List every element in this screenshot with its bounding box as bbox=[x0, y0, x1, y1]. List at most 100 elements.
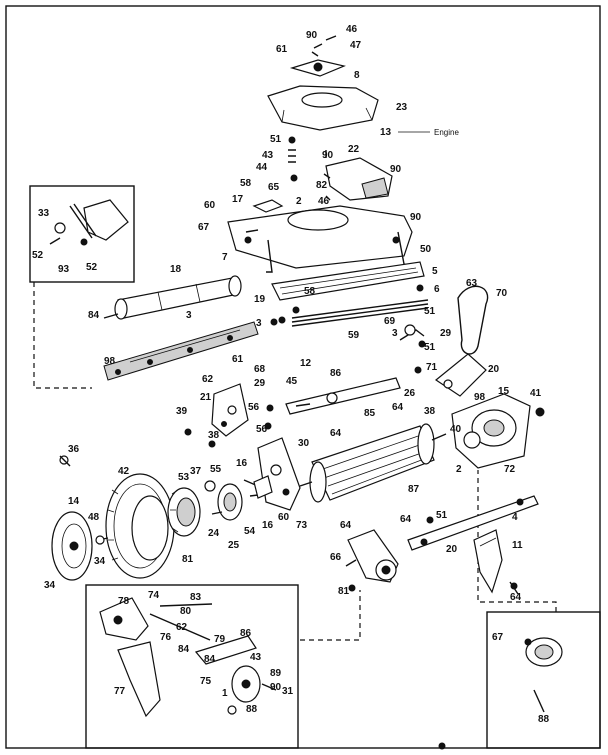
part-label: 88 bbox=[246, 704, 258, 715]
part-label: 2 bbox=[296, 196, 302, 207]
part-label: 44 bbox=[256, 162, 268, 173]
part-label: 43 bbox=[262, 150, 274, 161]
part-label: 51 bbox=[270, 134, 282, 145]
part-label: 13 bbox=[380, 127, 392, 138]
part-label: 3 bbox=[256, 318, 262, 329]
part-label: 14 bbox=[68, 496, 80, 507]
part-label: 65 bbox=[268, 182, 280, 193]
part-label: 93 bbox=[58, 264, 70, 275]
part-label: 17 bbox=[232, 194, 244, 205]
gear-housing-part bbox=[451, 393, 545, 469]
part-label: 80 bbox=[180, 606, 192, 617]
part-label: 81 bbox=[182, 554, 194, 565]
part-label: 41 bbox=[530, 388, 542, 399]
ratchet-assembly-part bbox=[204, 475, 273, 521]
part-label: 86 bbox=[330, 368, 342, 379]
part-label: 90 bbox=[322, 150, 334, 161]
drive-wheel-part bbox=[105, 473, 175, 579]
part-label: 20 bbox=[446, 544, 458, 555]
part-label: 55 bbox=[210, 464, 222, 475]
part-label: 52 bbox=[32, 250, 44, 261]
part-label: 38 bbox=[208, 430, 220, 441]
part-label: 15 bbox=[498, 386, 510, 397]
part-label: 12 bbox=[300, 358, 312, 369]
part-label: 98 bbox=[474, 392, 486, 403]
part-label: 46 bbox=[346, 24, 358, 35]
part-label: 23 bbox=[396, 102, 408, 113]
hub-cap-part bbox=[51, 511, 109, 581]
screw-stack-part bbox=[288, 136, 331, 201]
engine-callout-text: Engine bbox=[434, 128, 459, 137]
part-label: 66 bbox=[330, 552, 342, 563]
part-label: 29 bbox=[254, 378, 266, 389]
inset-bearing-part bbox=[524, 637, 563, 713]
part-label: 6 bbox=[434, 284, 440, 295]
part-label: 77 bbox=[114, 686, 126, 697]
roller-part bbox=[103, 275, 242, 320]
part-label: 48 bbox=[88, 512, 100, 523]
part-label: 42 bbox=[118, 466, 130, 477]
part-label: 98 bbox=[104, 356, 116, 367]
part-label: 51 bbox=[424, 306, 436, 317]
part-label: 25 bbox=[228, 540, 240, 551]
part-label: 73 bbox=[296, 520, 308, 531]
part-label: 1 bbox=[222, 688, 228, 699]
part-label: 81 bbox=[338, 586, 350, 597]
part-label: 53 bbox=[178, 472, 190, 483]
part-label: 87 bbox=[408, 484, 420, 495]
part-label: 54 bbox=[244, 526, 256, 537]
part-label: 90 bbox=[390, 164, 402, 175]
part-label: 51 bbox=[436, 510, 448, 521]
part-label: 3 bbox=[186, 310, 192, 321]
pinion-gear-part bbox=[167, 487, 201, 537]
part-label: 34 bbox=[94, 556, 106, 567]
part-label: 60 bbox=[278, 512, 290, 523]
part-label: 58 bbox=[240, 178, 252, 189]
part-label: 52 bbox=[86, 262, 98, 273]
part-label: 43 bbox=[250, 652, 262, 663]
part-label: 84 bbox=[178, 644, 190, 655]
part-label: 62 bbox=[202, 374, 214, 385]
part-label: 40 bbox=[450, 424, 462, 435]
part-label: 34 bbox=[44, 580, 56, 591]
idler-lever-part bbox=[399, 324, 487, 397]
part-label: 86 bbox=[240, 628, 252, 639]
rear-bar-part bbox=[103, 321, 259, 381]
bed-knife-part bbox=[271, 261, 429, 327]
part-label: 26 bbox=[404, 388, 416, 399]
part-label: 64 bbox=[340, 520, 352, 531]
part-label: 21 bbox=[200, 392, 212, 403]
part-label: 16 bbox=[236, 458, 248, 469]
inset-box-bearing bbox=[486, 611, 601, 749]
part-label: 72 bbox=[504, 464, 516, 475]
part-label: 24 bbox=[208, 528, 220, 539]
part-label: 70 bbox=[496, 288, 508, 299]
part-label: 71 bbox=[426, 362, 438, 373]
part-label: 3 bbox=[392, 328, 398, 339]
part-label: 51 bbox=[424, 342, 436, 353]
part-label: 47 bbox=[350, 40, 362, 51]
left-side-plate-part bbox=[211, 383, 249, 437]
part-label: 20 bbox=[488, 364, 500, 375]
part-label: 30 bbox=[298, 438, 310, 449]
part-label: 74 bbox=[148, 590, 160, 601]
part-label: 37 bbox=[190, 466, 202, 477]
part-label: 29 bbox=[440, 328, 452, 339]
main-deck-frame-part bbox=[227, 199, 413, 273]
part-label: 64 bbox=[330, 428, 342, 439]
reel-assembly-part bbox=[299, 423, 447, 503]
part-label: 76 bbox=[160, 632, 172, 643]
top-bracket-part bbox=[289, 35, 346, 77]
part-label: 2 bbox=[456, 464, 462, 475]
part-label: 67 bbox=[198, 222, 210, 233]
part-label: 79 bbox=[214, 634, 226, 645]
part-label: 19 bbox=[254, 294, 266, 305]
part-label: 36 bbox=[68, 444, 80, 455]
part-label: 39 bbox=[176, 406, 188, 417]
part-label: 69 bbox=[384, 316, 396, 327]
part-label: 38 bbox=[424, 406, 436, 417]
loose-hardware bbox=[59, 316, 519, 750]
part-label: 60 bbox=[204, 200, 216, 211]
part-label: 7 bbox=[222, 252, 228, 263]
